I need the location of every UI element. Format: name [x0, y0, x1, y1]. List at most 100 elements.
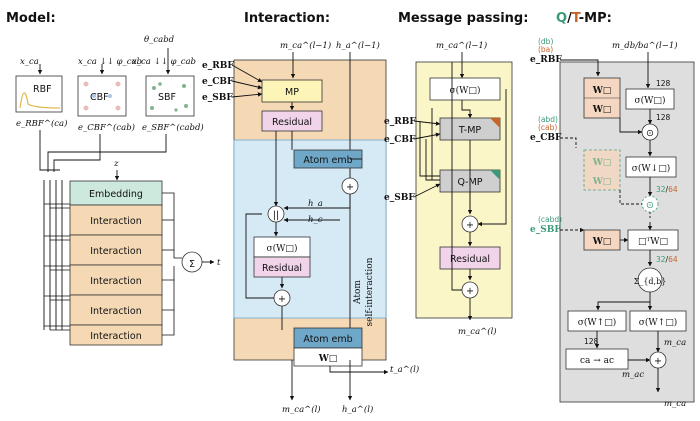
mp-e-rbf: e_RBF: [384, 117, 416, 127]
rbf-input-label: x_ca: [20, 57, 39, 67]
cbf-heatmap-icon: [83, 81, 121, 111]
sbf-output-label: e_SBF^(cabd): [142, 122, 204, 133]
mp-in-m: m_ca^(l−1): [436, 40, 487, 51]
sigma-label: σ(W□): [267, 243, 298, 254]
qtmp-dim-32-64b: 32/64: [656, 255, 678, 264]
self-interaction-label-1: Atom: [353, 280, 363, 305]
qtmp-wg2-label: W□: [592, 177, 612, 187]
svg-text:+: +: [346, 182, 354, 193]
title-qtmp-slash: /: [567, 11, 572, 26]
qtmp-dim-128b: 128: [656, 113, 671, 122]
interaction-stack: Interaction Interaction Interaction Inte…: [69, 204, 163, 346]
qtmp-w2-label: W□: [592, 105, 612, 115]
cbf-label: CBF: [90, 92, 109, 103]
z-label: z: [113, 159, 119, 169]
qtmp-w3-label: W□: [592, 237, 612, 247]
atom-emb-2-label: Atom emb: [303, 334, 352, 345]
mp-sigma-block: [429, 77, 501, 101]
qtmp-ca-to-ac-label: ca → ac: [580, 356, 614, 366]
title-message-passing: Message passing:: [398, 11, 528, 26]
title-qtmp: Q/T-MP:: [556, 11, 612, 26]
model-panel: x_ca RBF e_RBF^(ca) x_ca ↓↓ φ_cab CBF e_…: [15, 35, 221, 346]
model-interaction-4-label: Interaction: [90, 306, 142, 317]
residual-1-label: Residual: [272, 117, 312, 128]
mp-residual-label: Residual: [450, 254, 490, 265]
model-interaction-1: [69, 204, 163, 236]
qtmp-dim-128c: 128: [584, 337, 599, 346]
interaction-in-h: h_a^(l−1): [336, 40, 380, 51]
svg-text:+: +: [466, 286, 474, 297]
qtmp-e-rbf: e_RBF: [530, 55, 562, 65]
title-qtmp-t: T: [572, 11, 581, 26]
h-a-label: h_a: [308, 199, 323, 209]
qtmp-ca-to-ac-block: [565, 348, 629, 370]
qtmp-out-m: m_ca: [664, 399, 686, 409]
svg-text:+: +: [654, 356, 662, 367]
qtmp-panel: (db) (ba) e_RBF m_db/ba^(l−1) W□ W□ σ(W□…: [530, 37, 695, 409]
sbf-theta-label: θ_cabd: [144, 35, 175, 45]
qtmp-in-m: m_db/ba^(l−1): [612, 40, 678, 51]
tmp-label: T-MP: [458, 125, 482, 136]
sbf-box: [145, 75, 195, 117]
svg-text:+: +: [466, 220, 474, 231]
qtmp-e-cbf-sup-q: (abd): [538, 115, 558, 124]
model-interaction-1-label: Interaction: [90, 216, 142, 227]
interaction-e-cbf: e_CBF: [202, 77, 234, 87]
sum-symbol: Σ: [189, 259, 195, 270]
sbf-input-label: x_ca ↓↓ φ_cab: [132, 57, 196, 67]
message-passing-panel: m_ca^(l−1) σ(W□) e_RBF e_CBF e_SBF T-MP …: [384, 40, 513, 337]
model-interaction-2: [69, 234, 163, 266]
qtmp-sum-label: Σ_{d,b}: [634, 277, 667, 286]
interaction-out-h: h_a^(l): [342, 404, 373, 415]
cbf-output-label: e_CBF^(cab): [78, 122, 135, 133]
tmp-corner-marker: [490, 118, 500, 128]
qtmp-e-sbf: e_SBF: [530, 225, 561, 235]
qtmp-odot-2-label: ⊙: [646, 200, 654, 211]
cbf-input-label: x_ca ↓↓ φ_cab: [78, 57, 142, 67]
qtmp-m-ca-small: m_ca: [664, 338, 686, 348]
qmp-corner-marker: [490, 170, 500, 180]
sbf-blob-icon: [150, 82, 188, 112]
embedding-label: Embedding: [89, 189, 143, 200]
svg-text:+: +: [278, 294, 286, 305]
interaction-e-rbf: e_RBF: [202, 61, 234, 71]
concat-label: ||: [273, 210, 279, 221]
qtmp-e-sbf-sup: (cabd): [538, 215, 562, 224]
qtmp-sigma1-label: σ(W□): [635, 95, 666, 106]
mp-e-sbf: e_SBF: [384, 193, 415, 203]
qtmp-bilinear-block: [627, 229, 679, 251]
model-interaction-3-label: Interaction: [90, 276, 142, 287]
title-qtmp-q: Q: [556, 11, 567, 26]
atom-emb-1-label: Atom emb: [303, 155, 352, 166]
w-block: [293, 347, 363, 367]
interaction-panel: m_ca^(l−1) h_a^(l−1) e_RBF e_CBF e_SBF M…: [202, 40, 419, 415]
qtmp-e-rbf-sup-t: (ba): [538, 45, 553, 54]
model-interaction-5-label: Interaction: [90, 331, 142, 342]
qtmp-sigma-up2-label: σ(W↑□): [639, 317, 677, 328]
model-interaction-2-label: Interaction: [90, 246, 142, 257]
qtmp-m-ac: m_ac: [622, 370, 644, 380]
t-a-output: t_a^(l): [390, 364, 419, 375]
title-interaction: Interaction:: [244, 11, 330, 26]
qtmp-gated-block: [583, 149, 621, 191]
qtmp-e-cbf: e_CBF: [530, 133, 562, 143]
rbf-label: RBF: [33, 84, 52, 95]
qtmp-odot-1-label: ⊙: [646, 128, 654, 139]
interaction-e-sbf: e_SBF: [202, 93, 233, 103]
qtmp-e-cbf-sup-t: (cab): [538, 123, 557, 132]
self-interaction-label-2: self-interaction: [365, 257, 375, 326]
residual-2-label: Residual: [262, 263, 302, 274]
mp-out-m: m_ca^(l): [458, 326, 497, 337]
qtmp-wg1-label: W□: [592, 158, 612, 168]
mp-e-cbf: e_CBF: [384, 135, 416, 145]
interaction-out-m: m_ca^(l): [282, 404, 321, 415]
mp-label: MP: [285, 87, 299, 98]
t-output-label: t: [217, 258, 221, 268]
qtmp-w1-label: W□: [592, 86, 612, 96]
qtmp-sigma-up1-label: σ(W↑□): [578, 317, 616, 328]
sbf-label: SBF: [158, 92, 176, 103]
qtmp-sigma-down-label: σ(W↓□): [632, 163, 670, 174]
qtmp-bilinear-label: □ᵀW□: [638, 237, 668, 247]
